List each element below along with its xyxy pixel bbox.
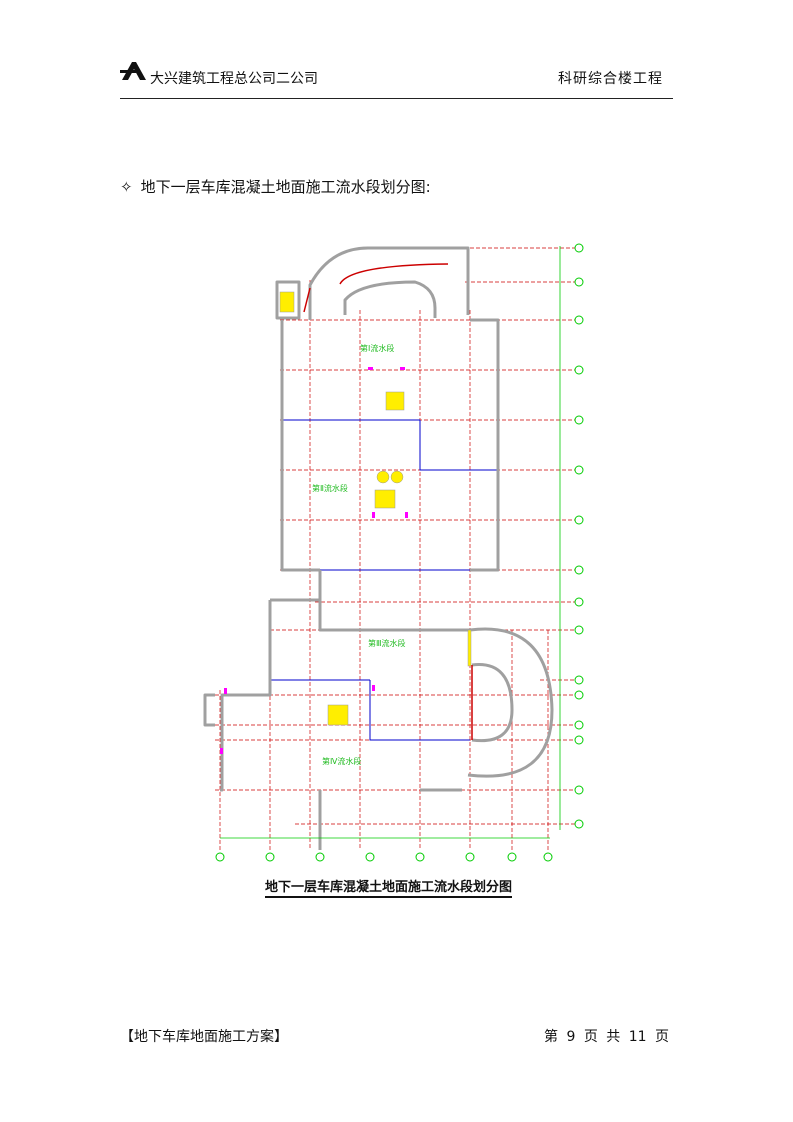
figure-caption: 地下一层车库混凝土地面施工流水段划分图 xyxy=(265,876,513,898)
stage-label-1: 第Ⅰ流水段 xyxy=(360,343,394,353)
page-header: 大兴建筑工程总公司二公司 科研综合楼工程 xyxy=(120,60,673,99)
stage-labels: 第Ⅰ流水段 第Ⅱ流水段 第Ⅲ流水段 第Ⅳ流水段 xyxy=(312,343,406,766)
project-name: 科研综合楼工程 xyxy=(558,71,663,87)
horizontal-grid-lines xyxy=(215,247,575,825)
footer-document-title: 【地下车库地面施工方案】 xyxy=(120,1029,288,1045)
stage-label-3: 第Ⅲ流水段 xyxy=(368,638,406,648)
footer-page-number: 第 9 页 共 11 页 xyxy=(544,1029,669,1045)
stairs xyxy=(279,291,472,726)
floor-plan-drawing: 第Ⅰ流水段 第Ⅱ流水段 第Ⅲ流水段 第Ⅳ流水段 xyxy=(203,243,584,862)
section-title-text: 地下一层车库混凝土地面施工流水段划分图: xyxy=(140,178,431,196)
ramp-lines xyxy=(303,263,473,740)
axis-bubbles xyxy=(215,243,584,862)
markers xyxy=(220,367,408,754)
company-name: 大兴建筑工程总公司二公司 xyxy=(150,71,318,87)
building-walls xyxy=(203,246,554,850)
stage-boundaries xyxy=(270,419,498,741)
company-logo xyxy=(120,62,146,80)
stage-label-2: 第Ⅱ流水段 xyxy=(312,483,348,493)
stage-label-4: 第Ⅳ流水段 xyxy=(322,756,361,766)
section-title: ✧ 地下一层车库混凝土地面施工流水段划分图: xyxy=(120,176,431,197)
diamond-bullet-icon: ✧ xyxy=(120,178,133,196)
